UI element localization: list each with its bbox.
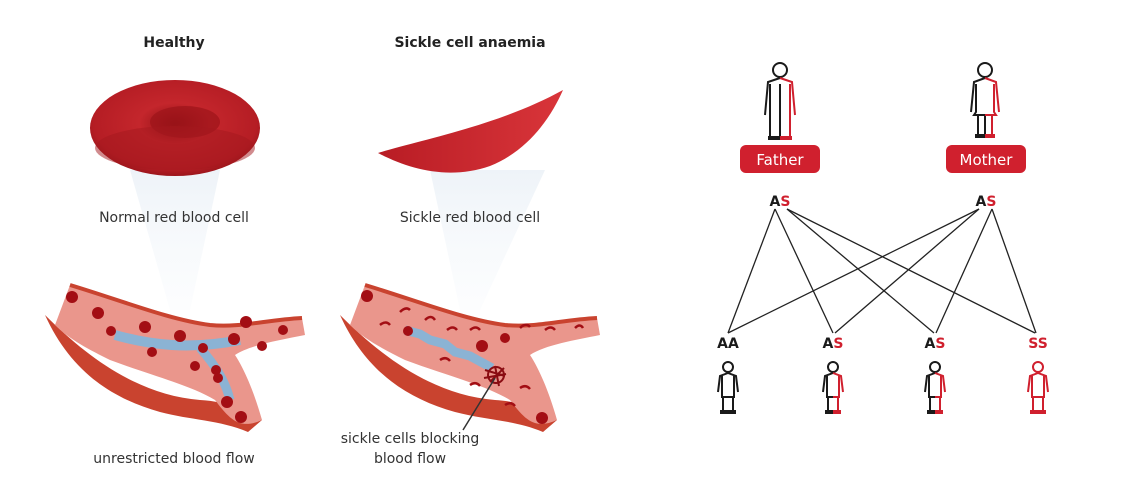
child-genotype: AS — [823, 336, 844, 352]
inheritance-lines — [727, 208, 1037, 334]
healthy-blood-vessel — [45, 283, 305, 432]
father-figure-icon — [764, 62, 796, 140]
child-figure-icon — [717, 361, 739, 414]
sickle-blood-vessel — [340, 283, 600, 432]
sickle-title: Sickle cell anaemia — [394, 35, 545, 51]
pointer-line — [462, 377, 496, 431]
children-figures — [717, 361, 1049, 414]
zoom-beam — [430, 170, 545, 310]
sickle-cell-label: Sickle red blood cell — [400, 210, 540, 226]
father-label-box: Father — [740, 145, 820, 173]
mother-figure-icon — [970, 62, 1000, 138]
child-genotype: AS — [925, 336, 946, 352]
father-label: Father — [756, 151, 804, 169]
child-figure-icon — [822, 361, 844, 414]
child-genotype: SS — [1028, 336, 1048, 352]
mother-label: Mother — [960, 151, 1014, 169]
child-figure-icon — [1027, 361, 1049, 414]
child-genotype: AA — [717, 336, 739, 352]
healthy-flow-label: unrestricted blood flow — [93, 451, 254, 467]
mother-genotype: AS — [976, 194, 997, 210]
sickle-flow-label: blood flow — [374, 451, 446, 467]
mother-label-box: Mother — [946, 145, 1026, 173]
father-genotype: AS — [770, 194, 791, 210]
normal-cell-label: Normal red blood cell — [99, 210, 249, 226]
sickle-red-blood-cell — [378, 90, 563, 173]
sickle-cell-clump — [483, 365, 507, 387]
normal-red-blood-cell — [90, 80, 260, 176]
zoom-beam — [130, 170, 220, 310]
child-figure-icon — [924, 361, 946, 414]
sickle-flow-label: sickle cells blocking — [341, 431, 480, 447]
healthy-title: Healthy — [143, 35, 204, 51]
